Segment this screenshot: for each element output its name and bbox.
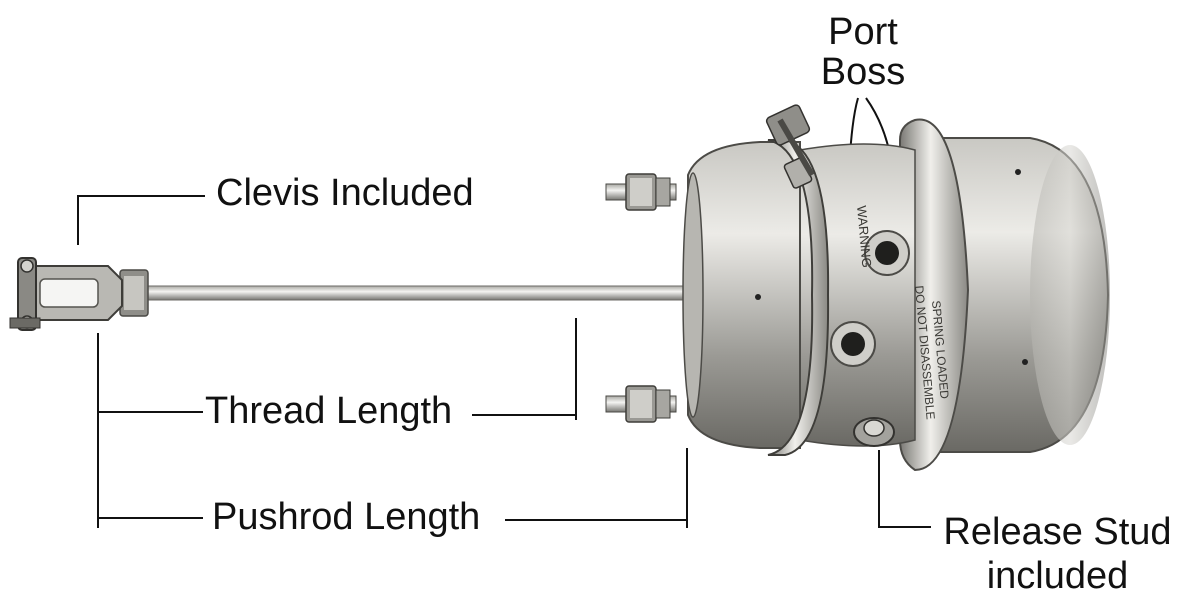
release-stud-leader bbox=[878, 450, 931, 528]
port-boss-upper bbox=[864, 230, 910, 276]
pushrod bbox=[139, 285, 691, 301]
mounting-studs bbox=[605, 173, 677, 423]
brake-chamber bbox=[682, 104, 1110, 472]
service-housing bbox=[687, 141, 801, 449]
port-boss-label-line2: Boss bbox=[820, 51, 906, 93]
release-stud-label: Release Stud included bbox=[930, 510, 1185, 598]
pushrod-assembly bbox=[9, 257, 691, 331]
release-stud-label-line1: Release Stud bbox=[943, 511, 1172, 553]
center-flange-ring bbox=[899, 118, 970, 472]
lower-stud bbox=[605, 385, 677, 423]
pushrod-length-label: Pushrod Length bbox=[212, 496, 481, 538]
port-boss-lower bbox=[830, 321, 876, 367]
middle-body bbox=[799, 143, 916, 447]
clevis-callout-line bbox=[77, 195, 205, 245]
clamp-band bbox=[767, 139, 830, 456]
port-boss-label-line1: Port bbox=[828, 11, 898, 53]
upper-stud bbox=[605, 173, 677, 211]
release-stud bbox=[853, 417, 895, 447]
port-boss-label: Port Boss bbox=[808, 12, 918, 92]
clamp-bolt bbox=[765, 104, 815, 189]
thread-length-label: Thread Length bbox=[205, 390, 453, 432]
clevis-included-label: Clevis Included bbox=[216, 172, 474, 214]
release-stud-label-line2: included bbox=[986, 555, 1129, 597]
